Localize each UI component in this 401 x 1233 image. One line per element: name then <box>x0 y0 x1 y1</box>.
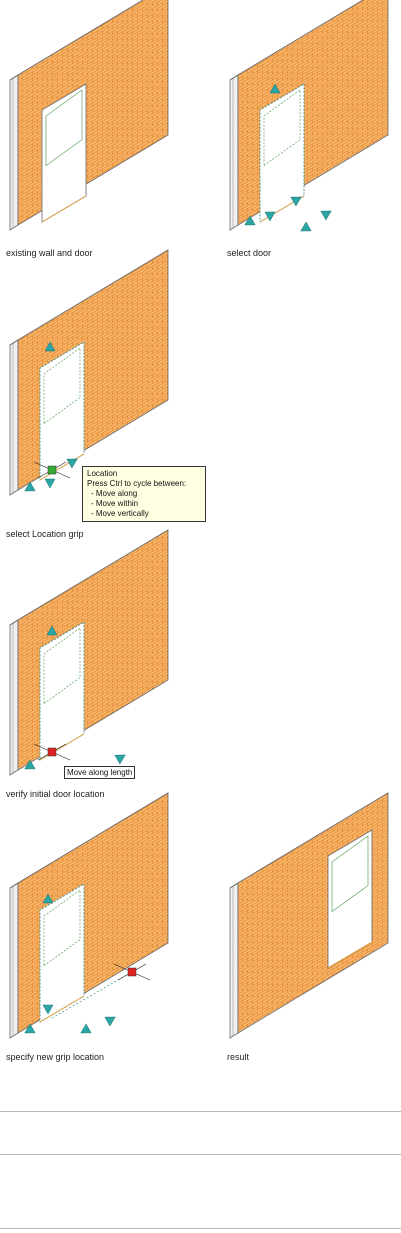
door-threshold <box>41 195 87 223</box>
tooltip-instruction: Press Ctrl to cycle between: <box>87 479 187 488</box>
caption-result: result <box>227 1052 250 1062</box>
caption-verify-initial-door-location: verify initial door location <box>6 789 105 799</box>
grip-arrow-up-icon <box>42 893 54 904</box>
wall-brick-face <box>17 0 169 226</box>
door-existing <box>41 83 87 223</box>
caption-select-door: select door <box>227 248 272 258</box>
wall-side <box>9 619 19 776</box>
grip-arrow-down-icon <box>44 478 56 489</box>
location-grip-icon <box>33 461 71 479</box>
grip-arrow-left-icon <box>24 759 36 770</box>
door-glass-panel <box>43 627 81 705</box>
wall-select-grip <box>9 249 169 496</box>
wall-side <box>9 882 19 1039</box>
door-threshold <box>39 995 85 1023</box>
grip-arrow-left-icon <box>244 215 256 226</box>
door-result <box>327 829 373 969</box>
grip-arrow-right-icon <box>66 458 78 469</box>
divider-line <box>0 1111 401 1112</box>
grip-arrow-right-icon <box>104 1016 116 1027</box>
door-threshold <box>39 453 85 481</box>
caption-specify-new-grip-location: specify new grip location <box>6 1052 105 1062</box>
tooltip-title: Location <box>87 469 118 478</box>
wall-specify <box>9 792 169 1039</box>
wall-side <box>229 882 239 1039</box>
grip-arrow-right-icon <box>290 196 302 207</box>
door-glass-panel <box>43 347 81 425</box>
door-glass-panel <box>45 89 83 167</box>
tooltip-option: - Move vertically <box>91 509 149 518</box>
grip-arrow-up-icon <box>269 83 281 94</box>
wall-existing <box>9 0 169 231</box>
grip-arrow-left-icon <box>24 1023 36 1034</box>
door-glass-panel <box>43 889 81 967</box>
wall-select-door <box>229 0 389 231</box>
door-threshold <box>327 941 373 969</box>
door-specify <box>39 883 85 1023</box>
wall-side <box>9 339 19 496</box>
grip-arrow-down-icon <box>42 1004 54 1015</box>
divider-line <box>0 1154 401 1155</box>
wall-side <box>229 74 239 231</box>
grip-arrow-up-icon <box>46 625 58 636</box>
door-glass-panel <box>331 835 369 913</box>
grip-arrow-left-icon <box>300 221 312 232</box>
door-location-grip <box>39 341 85 481</box>
door-glass-panel <box>263 89 301 167</box>
caption-existing-wall-and-door: existing wall and door <box>6 248 93 258</box>
new-grip-location-icon <box>113 963 151 981</box>
door-verify <box>39 621 85 761</box>
divider-line <box>0 1228 401 1229</box>
hot-grip-icon <box>33 743 71 761</box>
grip-arrow-left-icon <box>24 481 36 492</box>
grip-arrow-up-icon <box>44 341 56 352</box>
grip-arrow-left-icon <box>80 1023 92 1034</box>
grip-arrow-right-icon <box>114 754 126 765</box>
location-grip-tooltip: Location Press Ctrl to cycle between: - … <box>82 466 206 522</box>
tooltip-option: - Move along <box>91 489 138 498</box>
caption-select-location-grip: select Location grip <box>6 529 84 539</box>
wall-verify <box>9 529 169 776</box>
door-threshold <box>39 733 85 761</box>
tooltip-option: - Move within <box>91 499 139 508</box>
grip-arrow-down-icon <box>264 211 276 222</box>
move-along-length-tag: Move along length <box>64 766 136 779</box>
wall-side <box>9 74 19 231</box>
grip-arrow-right-icon <box>320 210 332 221</box>
